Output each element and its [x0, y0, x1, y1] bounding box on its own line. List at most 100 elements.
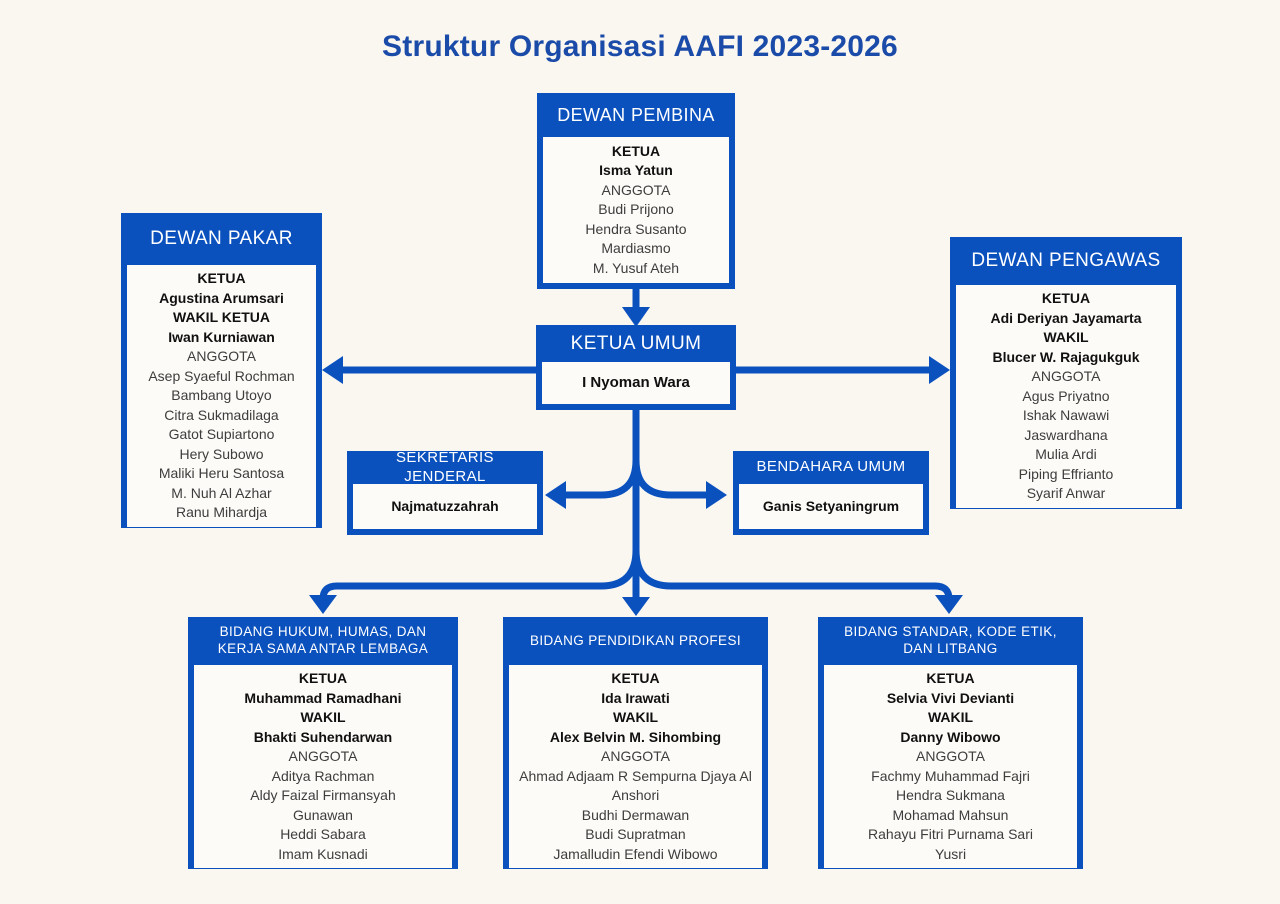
arrowhead-down-bidang-right: [935, 595, 963, 614]
person-name: Bhakti Suhendarwan: [253, 728, 393, 745]
arrowhead-left-pakar: [322, 356, 343, 384]
node-header: KETUA UMUM: [570, 332, 702, 354]
member-name: Hendra Sukmana: [896, 787, 1005, 803]
member-name: Gatot Supiartono: [168, 426, 275, 442]
member-name: Ishak Nawawi: [1022, 407, 1110, 423]
role-label: WAKIL: [1043, 329, 1089, 345]
member-name: M. Yusuf Ateh: [592, 259, 680, 276]
node-body: Najmatuzzahrah: [353, 484, 537, 529]
node-bidang-pendidikan: BIDANG PENDIDIKAN PROFESI KETUA Ida Iraw…: [503, 617, 768, 869]
role-label: KETUA: [298, 670, 348, 686]
person-name: Blucer W. Rajagukguk: [992, 348, 1140, 365]
role-label: KETUA: [611, 670, 660, 686]
role-label: WAKIL KETUA: [173, 309, 270, 325]
role-label: ANGGOTA: [1031, 368, 1101, 384]
member-name: Jaswardhana: [1024, 426, 1108, 443]
role-label: WAKIL: [300, 709, 346, 725]
member-name: Aldy Faizal Firmansyah: [250, 787, 396, 803]
person-name: Agustina Arumsari: [159, 289, 284, 306]
person-name: Isma Yatun: [599, 162, 673, 179]
person-name: Alex Belvin M. Sihombing: [549, 728, 722, 745]
member-name: Aditya Rachman: [271, 767, 375, 784]
person-name: Iwan Kurniawan: [168, 328, 275, 345]
person-name: Najmatuzzahrah: [391, 497, 499, 514]
node-body: I Nyoman Wara: [542, 362, 730, 404]
role-label: WAKIL: [927, 709, 974, 725]
member-name: Citra Sukmadilaga: [164, 406, 279, 423]
member-name: Heddi Sabara: [280, 826, 366, 842]
member-name: Syarif Anwar: [1026, 485, 1106, 501]
member-name: Bambang Utoyo: [171, 387, 272, 403]
node-body: Ganis Setyaningrum: [739, 484, 923, 529]
connector-sekjen: [560, 459, 640, 499]
member-name: Budi Supratman: [585, 826, 686, 842]
role-label: KETUA: [926, 670, 975, 686]
node-body: KETUA Agustina Arumsari WAKIL KETUA Iwan…: [127, 265, 316, 527]
role-label: KETUA: [611, 142, 661, 159]
member-name: Imam Kusnadi: [278, 845, 368, 862]
arrowhead-left-sekjen: [545, 481, 566, 509]
node-header: DEWAN PENGAWAS: [971, 250, 1161, 272]
role-label: ANGGOTA: [288, 748, 358, 764]
node-header: BIDANG HUKUM, HUMAS, DAN KERJA SAMA ANTA…: [217, 624, 429, 656]
person-name: Ida Irawati: [601, 689, 670, 706]
person-name: Ganis Setyaningrum: [762, 497, 900, 514]
member-name: Budhi Dermawan: [581, 806, 690, 823]
role-label: KETUA: [197, 270, 246, 286]
node-body: KETUA Selvia Vivi Devianti WAKIL Danny W…: [824, 665, 1077, 868]
member-name: Mohamad Mahsun: [892, 806, 1009, 823]
member-name: Asep Syaeful Rochman: [148, 367, 295, 384]
node-body: KETUA Adi Deriyan Jayamarta WAKIL Blucer…: [956, 285, 1176, 508]
node-body: KETUA Isma Yatun ANGGOTA Budi Prijono He…: [543, 137, 729, 283]
arrowhead-down-bidang-left: [309, 595, 337, 614]
node-ketua-umum: KETUA UMUM I Nyoman Wara: [536, 325, 736, 410]
arrowhead-down-bidang-center: [622, 597, 650, 616]
node-bidang-hukum: BIDANG HUKUM, HUMAS, DAN KERJA SAMA ANTA…: [188, 617, 458, 869]
member-name: Rahayu Fitri Purnama Sari: [868, 826, 1033, 842]
page-title: Struktur Organisasi AAFI 2023-2026: [382, 30, 898, 63]
node-bidang-standar: BIDANG STANDAR, KODE ETIK, DAN LITBANG K…: [818, 617, 1083, 869]
node-dewan-pakar: DEWAN PAKAR KETUA Agustina Arumsari WAKI…: [121, 213, 322, 528]
member-name: Maliki Heru Santosa: [158, 465, 285, 481]
connector-bidang-right: [632, 549, 953, 600]
member-name: Yusri: [934, 845, 967, 862]
member-name: Fachmy Muhammad Fajri: [871, 767, 1030, 784]
node-sekretaris-jenderal: SEKRETARIS JENDERAL Najmatuzzahrah: [347, 448, 543, 535]
role-label: ANGGOTA: [916, 748, 985, 764]
member-name: Mulia Ardi: [1035, 446, 1097, 462]
member-name: M. Nuh Al Azhar: [171, 484, 272, 501]
node-dewan-pembina: DEWAN PEMBINA KETUA Isma Yatun ANGGOTA B…: [537, 93, 735, 289]
member-name: Agus Priyatno: [1022, 387, 1110, 404]
node-header: BIDANG PENDIDIKAN PROFESI: [529, 632, 742, 648]
member-name: Jamalludin Efendi Wibowo: [553, 845, 718, 862]
node-header: BIDANG STANDAR, KODE ETIK, DAN LITBANG: [844, 624, 1057, 656]
role-label: KETUA: [1041, 290, 1091, 306]
member-name: Ahmad Adjaam R Sempurna Djaya Al Anshori: [519, 767, 752, 804]
node-header: SEKRETARIS JENDERAL: [396, 448, 494, 485]
connector-bendahara: [632, 459, 712, 499]
person-name: Adi Deriyan Jayamarta: [990, 309, 1142, 326]
person-name: Danny Wibowo: [900, 728, 1001, 745]
member-name: Gunawan: [293, 806, 353, 823]
role-label: ANGGOTA: [187, 348, 256, 364]
node-dewan-pengawas: DEWAN PENGAWAS KETUA Adi Deriyan Jayamar…: [950, 237, 1182, 509]
role-label: ANGGOTA: [601, 748, 670, 764]
arrowhead-down-ketua: [622, 307, 650, 327]
person-name: I Nyoman Wara: [582, 374, 690, 392]
person-name: Selvia Vivi Devianti: [886, 689, 1015, 706]
connector-bidang-left: [319, 549, 640, 600]
person-name: Muhammad Ramadhani: [244, 689, 402, 706]
member-name: Hendra Susanto: [585, 220, 687, 237]
arrowhead-right-bendahara: [706, 481, 727, 509]
node-header: BENDAHARA UMUM: [756, 458, 906, 476]
node-bendahara-umum: BENDAHARA UMUM Ganis Setyaningrum: [733, 451, 929, 535]
role-label: WAKIL: [612, 709, 659, 725]
node-header: DEWAN PEMBINA: [557, 104, 715, 125]
member-name: Hery Subowo: [179, 445, 264, 462]
role-label: ANGGOTA: [601, 181, 671, 198]
member-name: Ranu Mihardja: [175, 504, 268, 520]
node-body: KETUA Muhammad Ramadhani WAKIL Bhakti Su…: [194, 665, 452, 868]
node-body: KETUA Ida Irawati WAKIL Alex Belvin M. S…: [509, 665, 762, 868]
member-name: Mardiasmo: [601, 240, 671, 257]
